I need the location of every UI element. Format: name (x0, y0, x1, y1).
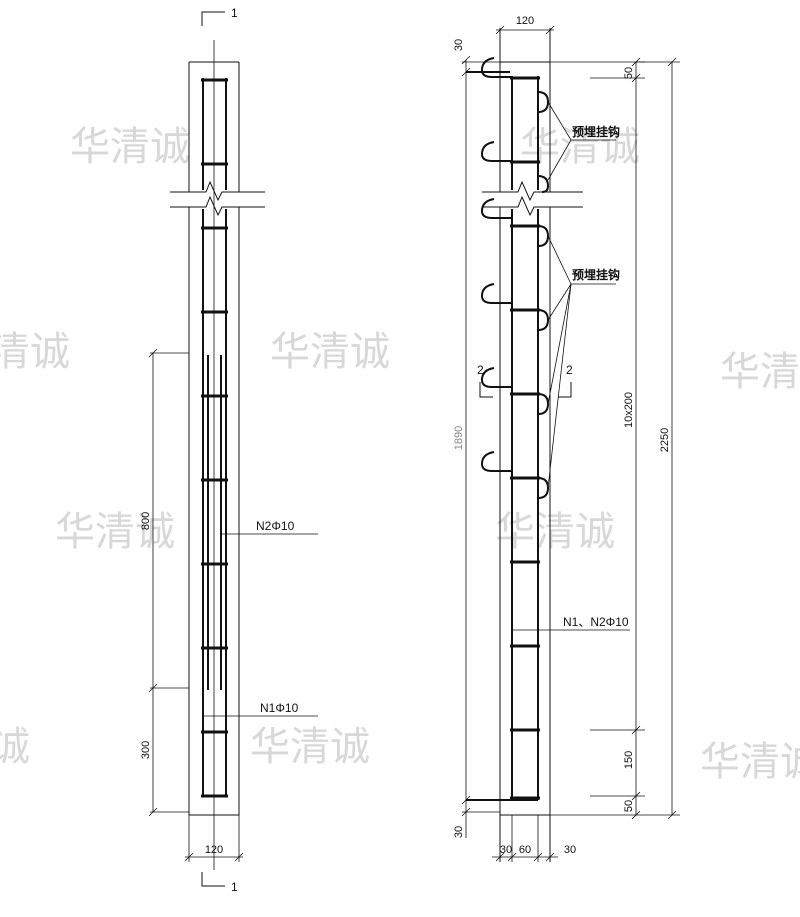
break-line-upper (482, 180, 583, 202)
dim-10x200-label: 10x200 (623, 392, 635, 428)
left-view: 1 1 (140, 6, 318, 894)
dim-tick (667, 810, 677, 820)
dim-tick (148, 683, 158, 693)
section-1-bottom-label: 1 (231, 880, 238, 894)
dim-150-label: 150 (623, 751, 635, 769)
section-1-top-label: 1 (231, 6, 238, 20)
section-2-marker-right (558, 382, 572, 398)
dim-50-top-label: 50 (623, 67, 635, 79)
dim-tick (461, 807, 471, 817)
dim-tick (148, 807, 158, 817)
dim-width-top-label: 120 (516, 15, 534, 27)
callout-n1-label: N1Φ10 (260, 701, 299, 715)
dim-300-label: 300 (140, 741, 152, 759)
leader-line (547, 283, 572, 489)
dim-tick (631, 73, 641, 83)
dim-tick (234, 852, 244, 862)
leader-line (547, 283, 572, 405)
dim-tick (461, 55, 471, 65)
break-line-lower (170, 195, 265, 217)
section-2-right-label: 2 (566, 363, 573, 377)
stirrups-right (510, 76, 540, 800)
watermark-text: 华清诚 (0, 329, 70, 375)
dim-800-label: 800 (140, 512, 152, 530)
hook-leaders: 预埋挂钩 预埋挂钩 (547, 101, 620, 489)
hook-right (537, 91, 550, 113)
dim-tick (631, 791, 641, 801)
watermark-text: 华清诚 (55, 509, 175, 555)
hook-left (480, 198, 512, 219)
watermark-text: 华清诚 (720, 349, 800, 395)
hook-left (480, 57, 512, 78)
dim-tick (507, 852, 517, 862)
dim-30-top-label: 30 (453, 39, 465, 51)
section-2-marker-left (479, 382, 493, 398)
section-marker-bottom (201, 872, 225, 887)
dim-tick (545, 25, 555, 35)
dim-width-label: 120 (205, 844, 223, 856)
dim-tick (631, 810, 641, 820)
leader-line (547, 139, 572, 181)
stirrups-left (201, 78, 228, 798)
hook-left (480, 367, 512, 388)
dim-tick (667, 57, 677, 67)
callout-n2-label: N2Φ10 (256, 519, 295, 533)
hook-right (537, 393, 550, 415)
dim-tick (184, 852, 194, 862)
dim-tick (495, 25, 505, 35)
dim-tick (495, 852, 505, 862)
break-line-upper (170, 180, 265, 202)
hook-right (537, 225, 550, 247)
dim-2250-label: 2250 (659, 428, 671, 452)
watermark-text: 华清诚 (70, 124, 190, 170)
dim-tick (631, 725, 641, 735)
callout-n1n2-label: N1、N2Φ10 (563, 615, 629, 629)
hook-right (537, 175, 550, 193)
dim-tick (461, 67, 471, 77)
hook-right (537, 477, 550, 499)
dim-50-bottom-label: 50 (623, 800, 635, 812)
dim-tick (148, 348, 158, 358)
leader-line (547, 101, 572, 141)
hook-left (480, 141, 512, 162)
hook-label-1: 预埋挂钩 (572, 124, 620, 139)
dim-tick (533, 852, 543, 862)
watermark-text: 华清诚 (0, 724, 30, 770)
watermark-text: 华清诚 (495, 509, 615, 555)
watermarks: 华清诚 华清诚 华清诚 华清诚 华清诚 华清诚 华清诚 华清诚 华清诚 华清诚 (0, 124, 800, 785)
leader-line (547, 283, 572, 321)
section-2-left-label: 2 (477, 363, 484, 377)
hook-right (537, 309, 550, 331)
dim-1890-label: 1890 (453, 426, 465, 450)
hook-left (480, 451, 512, 472)
dim-tick (545, 852, 555, 862)
hook-label-2: 预埋挂钩 (572, 267, 620, 282)
break-line-lower (482, 195, 583, 217)
dim-bottom-30-left: 30 (500, 844, 512, 856)
hook-left (480, 283, 512, 304)
leader-line (547, 235, 572, 285)
right-view: 预埋挂钩 预埋挂钩 2 2 120 30 1890 30 (453, 15, 680, 862)
watermark-text: 华清诚 (250, 724, 370, 770)
watermark-text: 华清诚 (270, 329, 390, 375)
section-marker-top (201, 11, 225, 26)
watermark-text: 华清诚 (700, 739, 800, 785)
dim-bottom-30-right: 30 (564, 844, 576, 856)
dim-tick (461, 795, 471, 805)
dim-bottom-60: 60 (519, 844, 531, 856)
dim-30-bottom-label: 30 (453, 826, 465, 838)
